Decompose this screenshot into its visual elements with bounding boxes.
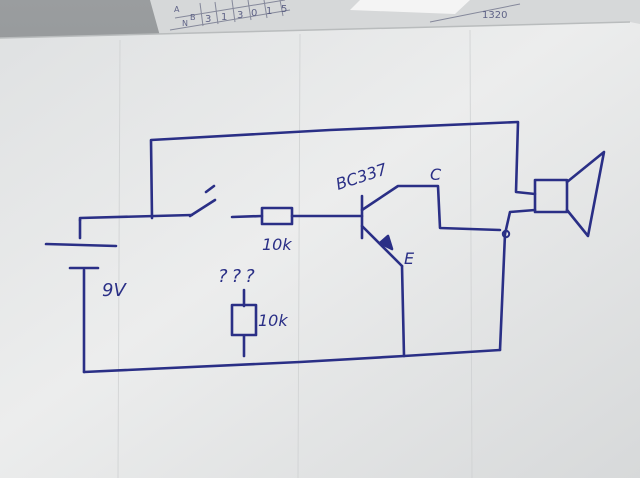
grid-digit: 1 — [266, 6, 272, 17]
transistor-collector — [360, 184, 502, 232]
transistor-emitter — [360, 224, 404, 268]
grid-digit: 0 — [251, 8, 257, 19]
emitter-wire — [400, 264, 406, 358]
collector-label: C — [430, 165, 442, 184]
battery-9v — [44, 218, 118, 374]
emitter-label: E — [404, 249, 415, 268]
background-paper: 3 1 3 0 1 5 1320 A N B — [150, 0, 640, 40]
speaker-cone — [565, 150, 606, 238]
corner-number: 1320 — [482, 10, 507, 21]
base-resistor-label: 10k — [262, 235, 292, 254]
speaker-return-wire — [498, 208, 537, 352]
pulldown-resistor-label: 10k — [258, 311, 288, 330]
base-wire-left — [230, 214, 264, 219]
battery-plate-long — [44, 242, 118, 248]
margin-letter: B — [190, 13, 196, 22]
grid-digit: 5 — [281, 4, 287, 15]
grid-digit: 3 — [237, 10, 243, 21]
question-marks: ??? — [218, 266, 259, 287]
transistor-bc337 — [360, 184, 502, 358]
margin-letter: A — [174, 5, 180, 14]
speaker-magnet — [533, 178, 569, 214]
battery-label: 9V — [102, 280, 127, 301]
paper-sheet — [0, 22, 640, 478]
top-wire — [149, 120, 537, 220]
margin-letter: N — [182, 19, 188, 28]
speaker-icon — [533, 150, 606, 238]
circuit-diagram — [44, 120, 606, 374]
ground-wire — [82, 348, 502, 374]
junction-dot — [501, 229, 511, 239]
grid-digit: 3 — [205, 14, 211, 25]
switch — [188, 184, 217, 218]
emitter-arrow — [378, 234, 394, 251]
grid-digit: 1 — [221, 12, 227, 23]
